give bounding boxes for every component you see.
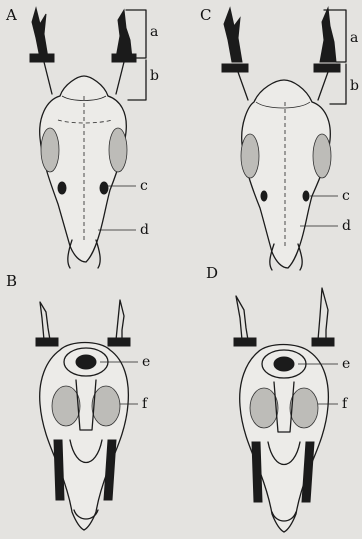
orbit-right-c [313,134,331,178]
skull-ventral-d: D e f [206,264,350,532]
antler-right-c [320,8,336,62]
antler-left-b [40,302,50,340]
burr-right-d [312,338,334,346]
orbit-right-a [109,128,127,172]
burr-left-d [234,338,256,346]
antler-right-b [116,300,124,340]
foramen-magnum-b [76,355,96,369]
lacrimal-pit-right-a [100,182,108,194]
panel-label-d: D [206,264,218,282]
panel-label-c: C [200,6,211,24]
lacrimal-pit-left-c [261,191,267,201]
part-label-f: f [142,396,149,412]
panel-label-b: B [6,272,17,290]
lacrimal-pit-right-c [303,191,309,201]
part-label-f-d: f [342,396,349,412]
antler-left-c [224,8,242,62]
pedicel-left-c [238,72,248,100]
part-label-a-c: a [350,30,358,46]
burr-left-c [222,64,248,72]
orbit-left-a [41,128,59,172]
foramen-magnum-d [274,357,294,371]
part-label-b-c: b [350,78,359,94]
pedicel-right-a [116,62,124,94]
part-label-e: e [142,354,150,370]
part-label-e-d: e [342,356,350,372]
antler-right-d [318,288,328,340]
tusk-right-c [298,244,302,270]
burr-right-a [112,54,136,62]
tympanic-bulla-right-d [290,388,318,428]
antler-right-a [116,10,132,58]
part-label-c-c: c [342,188,350,204]
tooth-row-left-b [54,440,64,500]
skull-dorsal-a: A a b c d [5,6,159,268]
bracket-b-a [128,60,146,100]
antler-left-a [32,8,48,58]
part-label-c: c [140,178,148,194]
burr-right-b [108,338,130,346]
burr-left-a [30,54,54,62]
part-label-d-c: d [342,218,351,234]
part-label-b: b [150,68,159,84]
orbit-left-c [241,134,259,178]
tympanic-bulla-left-b [52,386,80,426]
tooth-row-left-d [252,442,262,502]
pedicel-left-a [44,62,52,94]
part-label-d: d [140,222,149,238]
panel-label-a: A [5,6,17,24]
pedicel-right-c [318,72,328,100]
tympanic-bulla-left-d [250,388,278,428]
tympanic-bulla-right-b [92,386,120,426]
skull-ventral-b: B e f [6,272,150,530]
part-label-a: a [150,24,158,40]
lacrimal-pit-left-a [58,182,66,194]
burr-right-c [314,64,340,72]
burr-left-b [36,338,58,346]
skull-dorsal-c: C a b c d [200,6,359,270]
antler-left-d [236,296,248,340]
